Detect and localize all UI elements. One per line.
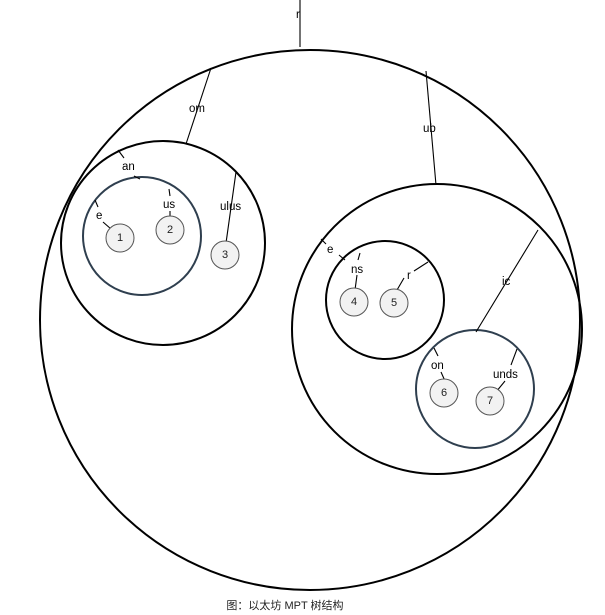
leaf-label-3: 3 (222, 249, 228, 261)
edge-an-bottom (133, 175, 141, 180)
e-node-circle (325, 240, 445, 360)
edge-an-top (117, 149, 125, 159)
leaf-node-2: 2 (155, 215, 185, 245)
edge-label-e1: e (96, 210, 102, 222)
edge-e1-top (94, 199, 99, 208)
edge-e2-bottom (338, 254, 346, 261)
leaf-node-4: 4 (339, 287, 369, 317)
edge-label-om: om (189, 103, 205, 115)
leaf-label-4: 4 (351, 296, 357, 308)
edge-om (185, 67, 212, 145)
an-node-circle (82, 176, 202, 296)
edge-ub (425, 70, 437, 186)
leaf-label-2: 2 (167, 224, 173, 236)
leaf-label-1: 1 (117, 232, 123, 244)
root-node-circle (39, 49, 581, 591)
edge-label-e2: e (327, 244, 333, 256)
leaf-label-5: 5 (391, 297, 397, 309)
edge-label-on: on (431, 360, 444, 372)
edge-label-unds: unds (493, 369, 518, 381)
edge-label-ub: ub (423, 123, 436, 135)
leaf-node-6: 6 (429, 378, 459, 408)
edge-label-root: r (296, 9, 300, 21)
figure-caption: 图：以太坊 MPT 树结构 (226, 600, 344, 612)
edge-ic (475, 229, 539, 333)
edge-us-top (168, 188, 171, 197)
leaf-node-3: 3 (210, 240, 240, 270)
leaf-label-7: 7 (487, 395, 493, 407)
edge-label-us: us (163, 199, 175, 211)
edge-ulus (225, 171, 237, 244)
edge-ns-bottom (354, 274, 358, 291)
edge-on-top (433, 347, 439, 357)
leaf-node-7: 7 (475, 386, 505, 416)
leaf-node-5: 5 (379, 288, 409, 318)
leaf-label-6: 6 (441, 387, 447, 399)
edge-r-top (413, 261, 429, 272)
edge-label-an: an (122, 161, 135, 173)
edge-unds-top (510, 348, 518, 366)
edge-label-r: r (407, 270, 411, 282)
leaf-node-1: 1 (105, 223, 135, 253)
edge-e2-top (320, 238, 327, 245)
edge-label-ic: ic (502, 276, 511, 288)
edge-r-bottom (396, 277, 405, 291)
om-node-circle (60, 140, 266, 346)
edge-label-ns: ns (351, 264, 363, 276)
edge-label-ulus: ulus (220, 201, 241, 213)
ic-node-circle (415, 329, 535, 449)
ub-node-circle (291, 183, 583, 475)
edge-ns-top (357, 252, 361, 261)
